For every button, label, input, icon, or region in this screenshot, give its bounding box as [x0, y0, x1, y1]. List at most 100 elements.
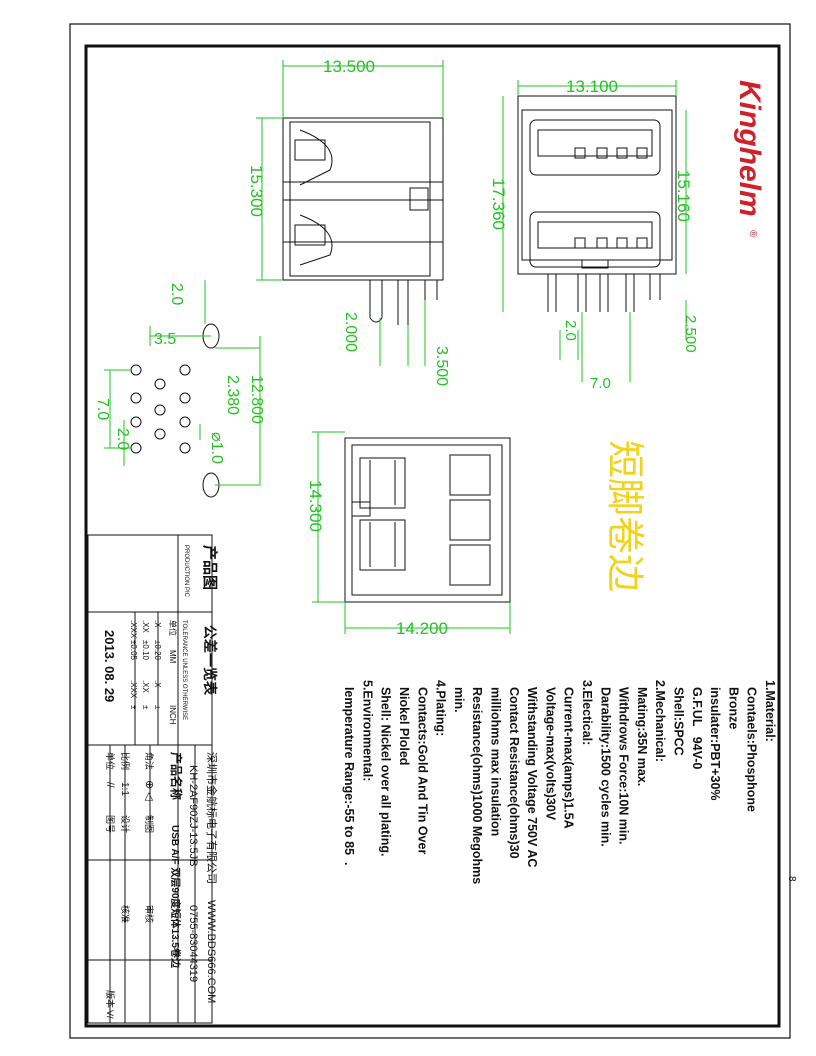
- tol-row-2-dec: .XX: [141, 620, 150, 634]
- company-phone: 0755-83044319: [187, 905, 199, 982]
- dim-side-2000: 2.000: [342, 312, 359, 352]
- drawing-date: 2013. 08. 29: [102, 630, 117, 702]
- dim-pcb-2b: 2.0: [114, 428, 131, 450]
- spec-note-line: Darability:1500 cycles min.: [598, 680, 612, 847]
- angle-symbol: ⊕ ◁: [143, 780, 155, 801]
- drawing-type: 产品图: [201, 545, 219, 590]
- spec-note-line: Contacts:Gold And Tin Over: [415, 680, 429, 854]
- dim-front-width: 13.100: [566, 77, 618, 96]
- spec-note-line: Withstanding Voltage 750V AC: [525, 680, 539, 867]
- spec-note-line: Current-max(amps)1.5A: [562, 680, 576, 829]
- spec-notes: 1.Material: Contaels:Phosphone Bronze in…: [342, 680, 777, 884]
- version-label: 版本: [105, 990, 116, 1008]
- spec-note-line: Contact Resistance(ohms)30: [507, 680, 521, 859]
- drawing-type-en: PRODUCTION PIC: [183, 545, 189, 598]
- bottom-view-dims: [312, 431, 511, 634]
- bottom-view: [344, 437, 511, 603]
- tol-row-1-mm: ±0.20: [153, 640, 162, 661]
- tol-row-3-dec: .XXX: [129, 620, 138, 639]
- spec-note-line: min.: [452, 680, 466, 713]
- dim-top-width: 13.500: [323, 57, 375, 76]
- unit-label: 单位: [168, 620, 178, 636]
- spec-note-line: Voltage-max(volts)30V: [543, 680, 557, 821]
- spec-note-line: 1.Material:: [763, 680, 777, 742]
- tol-row-2-in-dec: .XX: [141, 680, 150, 694]
- title-block-text: 产品图 PRODUCTION PIC 公差一览表 TOLERANCE UNLES…: [102, 545, 219, 1019]
- tol-row-3-in-dec: .XXX: [129, 680, 138, 699]
- scale-label: 比例: [120, 752, 131, 770]
- side-view: [282, 117, 444, 325]
- unit2-value: //: [104, 782, 115, 788]
- dim-pcb-phi: ⌀1.0: [208, 432, 225, 464]
- tol-row-2-in-val: ±: [141, 705, 150, 710]
- dim-bottom-14200: 14.200: [396, 619, 448, 638]
- pcb-dims: [104, 280, 261, 486]
- tol-row-1-in-dec: .X: [153, 680, 162, 688]
- unit-inch: INCH: [168, 705, 177, 725]
- spec-note-line: Withdrows Force:10N min.: [617, 680, 631, 845]
- pcb-layout: [130, 323, 220, 498]
- dim-bottom-14300: 14.300: [306, 480, 325, 532]
- company-website: WWW.BDS666.COM: [205, 900, 217, 1003]
- title-block: [87, 534, 213, 1024]
- tol-row-1-in-val: ±: [153, 705, 162, 710]
- side-view-dims: [256, 60, 444, 366]
- outer-frame: [69, 23, 791, 1039]
- check-label: 审核: [144, 905, 155, 923]
- spec-note-line: Mating:35N max.: [635, 680, 649, 786]
- dim-pin-2500: 2.500: [682, 315, 699, 353]
- brand-logo: Kinghelm: [733, 80, 766, 217]
- tolerance-title: 公差一览表: [202, 625, 218, 696]
- short-pin-annotation: 短脚卷边: [603, 440, 645, 592]
- spec-note-line: Shell: Nickel over all plating.: [379, 680, 393, 856]
- front-view: [517, 95, 677, 312]
- angle-label: 角法: [144, 752, 155, 770]
- dim-front-height: 17.360: [489, 178, 508, 230]
- tol-row-3-mm: ±0.05: [129, 640, 138, 661]
- dim-pcb-12800: 12.800: [248, 375, 265, 424]
- front-view-dims: [502, 80, 687, 382]
- drawing-no-label: 图号: [105, 815, 115, 833]
- spec-note-line: Iemperature Range:-55 to 85 .: [342, 680, 356, 865]
- spec-note-line: 4.Plating:: [434, 680, 448, 736]
- spec-note-line: G.F.UL 94V-0: [690, 680, 704, 769]
- drawing-label: 制图: [144, 815, 155, 833]
- registered-mark: ®: [747, 230, 758, 238]
- design-label: 设计: [120, 815, 131, 833]
- spec-note-line: Shell:SPCC: [672, 680, 686, 756]
- spec-note-line: Niokel Ploled: [397, 680, 411, 765]
- dim-pin-2: 2.0: [562, 320, 579, 341]
- scale-value: 1:1: [119, 782, 130, 796]
- tol-row-1-dec: .X: [153, 620, 162, 628]
- spec-note-line: Contaels:Phosphone: [745, 680, 759, 812]
- unit2-label: 单位: [105, 752, 116, 770]
- version-value: V/: [105, 1010, 115, 1019]
- dim-pcb-7: 7.0: [94, 398, 111, 420]
- rotated-drawing: Kinghelm ®: [87, 57, 797, 1024]
- dim-pcb-35: 3.5: [154, 331, 176, 348]
- dim-front-height-2: 15.160: [674, 170, 693, 222]
- tol-row-2-mm: ±0.10: [141, 640, 150, 661]
- dim-pin-7: 7.0: [590, 375, 611, 392]
- unit-mm: MM: [168, 650, 177, 664]
- inner-frame: [84, 44, 781, 1028]
- spec-note-line: milliohms max insulation: [489, 680, 503, 836]
- company-name: 深圳市金航标电子有限公司: [205, 752, 219, 884]
- approve-label: 核准: [120, 905, 131, 923]
- dim-pcb-2380: 2.380: [224, 375, 241, 415]
- spec-note-line: 2.Mechanical:: [653, 680, 667, 762]
- spec-note-line: insulater:PBT+30%: [708, 680, 722, 801]
- spec-note-line: Resistance(ohms)1000 Megohms: [470, 680, 484, 884]
- product-name: USB A/F 双层90度短体13.5卷边: [169, 825, 182, 969]
- product-name-label: 产品名称: [169, 752, 184, 800]
- dim-top-height: 15.300: [247, 165, 266, 217]
- tolerance-title-en: TOLERANCE UNLESS OTHERWISE: [181, 620, 187, 720]
- spec-note-line: 5.Environmental:: [360, 680, 374, 781]
- dim-pcb-2: 2.0: [168, 283, 185, 305]
- spec-note-line: Bronze: [726, 680, 740, 729]
- dim-side-3500: 3.500: [433, 346, 450, 386]
- part-number: KH-2AF90ZJ-13.5JB: [187, 765, 199, 866]
- spec-note-line: 3.Electical:: [580, 680, 594, 745]
- page-mark: 8: [786, 876, 797, 882]
